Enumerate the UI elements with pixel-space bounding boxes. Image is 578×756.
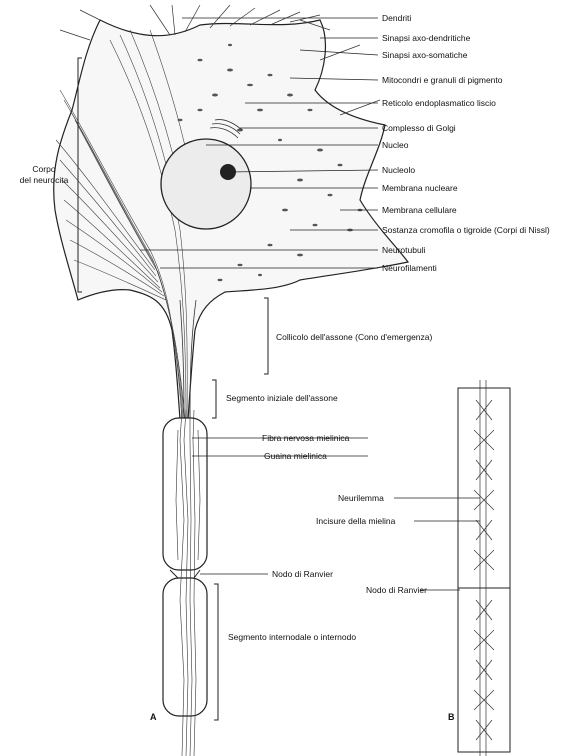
label-neurofilamenti: Neurofilamenti (382, 263, 437, 273)
label-corpo-line2: del neurocita (20, 175, 69, 185)
panel-label-a: A (150, 712, 157, 722)
label-golgi: Complesso di Golgi (382, 123, 456, 133)
axon-a (163, 410, 207, 756)
label-reticolo: Reticolo endoplasmatico liscio (382, 98, 496, 108)
fiber-b (458, 380, 510, 756)
myelin-sheath-2 (163, 578, 207, 716)
label-dendriti: Dendriti (382, 13, 411, 23)
label-nucleolo: Nucleolo (382, 165, 415, 175)
label-membrana-cellulare: Membrana cellulare (382, 205, 457, 215)
label-collicolo: Collicolo dell'assone (Cono d'emergenza) (276, 332, 432, 342)
label-segmento-internodale: Segmento internodale o internodo (228, 632, 356, 642)
label-nucleo: Nucleo (382, 140, 409, 150)
label-nodo-ranvier-a: Nodo di Ranvier (272, 569, 333, 579)
panel-label-b: B (448, 712, 455, 722)
neuron-cell-body (54, 5, 408, 420)
label-mitocondri: Mitocondri e granuli di pigmento (382, 75, 503, 85)
label-fibra-mielinica: Fibra nervosa mielinica (262, 433, 350, 443)
label-incisure: Incisure della mielina (316, 516, 396, 526)
label-neurilemma: Neurilemma (338, 493, 384, 503)
myelin-sheath-1 (163, 418, 207, 570)
label-nodo-ranvier-b: Nodo di Ranvier (366, 585, 427, 595)
label-sinapsi-axo-somatiche: Sinapsi axo-somatiche (382, 50, 468, 60)
label-corpo-line1: Corpo (32, 164, 55, 174)
label-nissl: Sostanza cromofila o tigroide (Corpi di … (382, 225, 550, 235)
label-sinapsi-axo-dendritiche: Sinapsi axo-dendritiche (382, 33, 471, 43)
label-guaina-mielinica: Guaina mielinica (264, 451, 327, 461)
nucleus (161, 139, 251, 229)
label-neurotubuli: Neurotubuli (382, 245, 426, 255)
label-membrana-nucleare: Membrana nucleare (382, 183, 458, 193)
label-segmento-iniziale: Segmento iniziale dell'assone (226, 393, 338, 403)
